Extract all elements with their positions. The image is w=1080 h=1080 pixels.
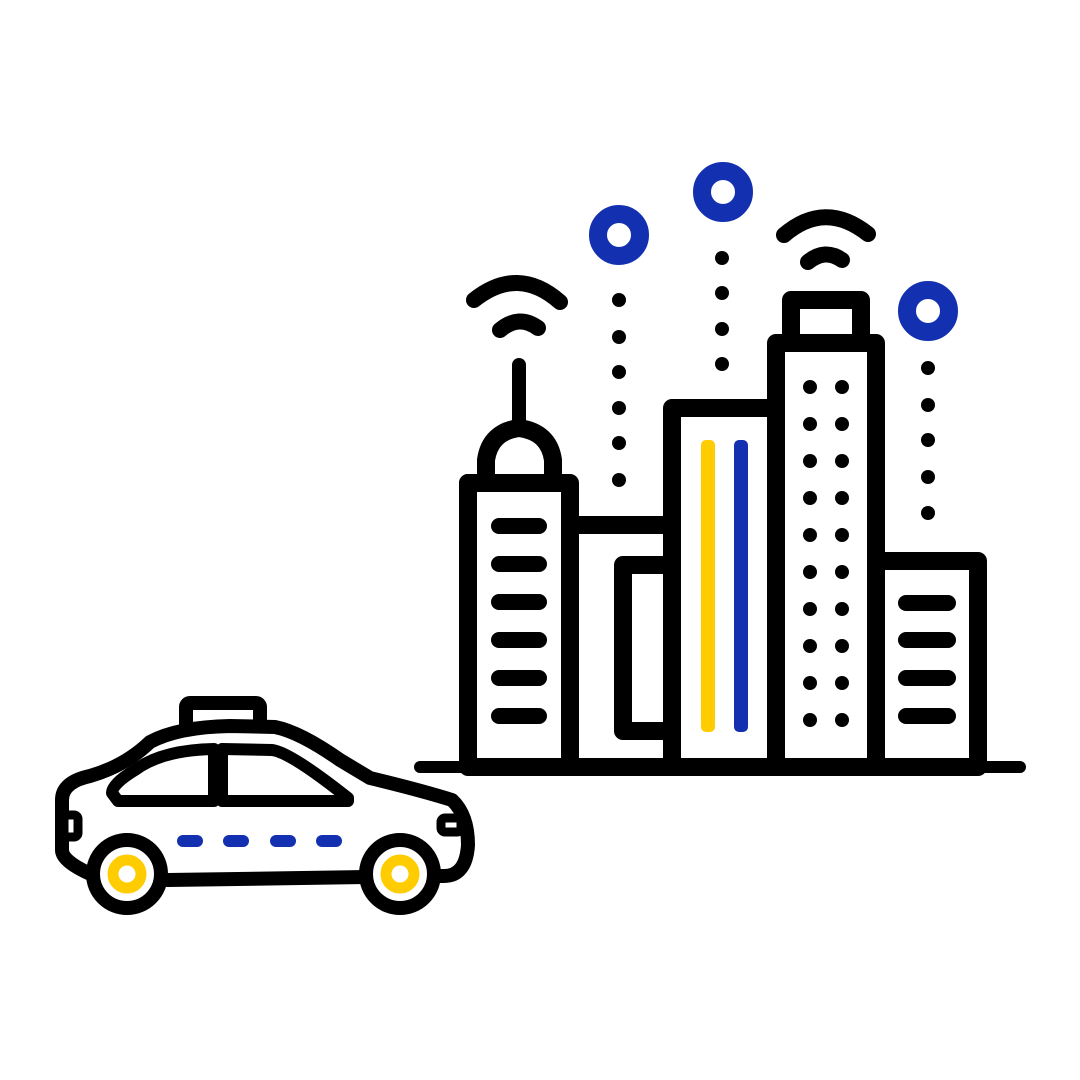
wheel-hubs: [107, 854, 420, 894]
signal-dot: [612, 330, 626, 344]
smart-city-icon: [414, 291, 1026, 776]
signal-dots: [612, 251, 935, 520]
signal-dot: [612, 401, 626, 415]
window-dot: [803, 676, 817, 690]
signal-dot: [921, 506, 935, 520]
window-dot: [803, 602, 817, 616]
center-tower-stripes: [701, 440, 748, 732]
wifi-signal-icon: [466, 209, 876, 338]
rear-wheel: [359, 833, 441, 915]
taxi-window-rear: [216, 743, 354, 807]
signal-dot: [921, 398, 935, 412]
signal-dot: [612, 436, 626, 450]
tallest-tower: [767, 334, 885, 776]
window-dot: [835, 713, 849, 727]
tallest-tower-windows: [803, 380, 849, 727]
iot-node-right: [898, 281, 958, 341]
signal-dot: [715, 286, 729, 300]
iot-node-icon: [589, 162, 958, 341]
head-light: [436, 813, 466, 837]
taxi-car-icon: [55, 696, 475, 915]
tallest-tower-top: [782, 291, 870, 352]
right-block: [867, 552, 987, 776]
blue-stripe: [734, 440, 748, 732]
window-dot: [835, 491, 849, 505]
window-dot: [835, 528, 849, 542]
window-dot: [835, 676, 849, 690]
iot-node-center: [693, 162, 753, 222]
front-wheel: [86, 833, 168, 915]
taxi-stripe: [177, 835, 342, 847]
signal-dot: [612, 293, 626, 307]
window-dot: [835, 380, 849, 394]
signal-dot: [715, 357, 729, 371]
signal-dot: [612, 473, 626, 487]
window-dot: [803, 454, 817, 468]
right-block-windows: [898, 595, 956, 724]
window-dot: [835, 565, 849, 579]
center-tower: [663, 399, 785, 776]
window-dot: [835, 417, 849, 431]
signal-dot: [921, 433, 935, 447]
window-dot: [835, 639, 849, 653]
window-dot: [803, 528, 817, 542]
window-dot: [803, 491, 817, 505]
front-hub: [107, 854, 147, 894]
tail-light: [59, 810, 83, 842]
signal-dot: [715, 251, 729, 265]
signal-dot: [921, 470, 935, 484]
yellow-stripe: [701, 440, 715, 732]
signal-dot: [921, 361, 935, 375]
window-dot: [803, 713, 817, 727]
window-dot: [803, 380, 817, 394]
signal-dot: [715, 322, 729, 336]
domed-tower-windows: [491, 518, 547, 724]
window-dot: [835, 454, 849, 468]
taxi-window: [106, 743, 220, 807]
rear-hub: [380, 854, 420, 894]
window-dot: [803, 639, 817, 653]
signal-dot: [612, 365, 626, 379]
iot-node-left: [589, 205, 649, 265]
window-dot: [803, 417, 817, 431]
window-dot: [835, 602, 849, 616]
window-dot: [803, 565, 817, 579]
